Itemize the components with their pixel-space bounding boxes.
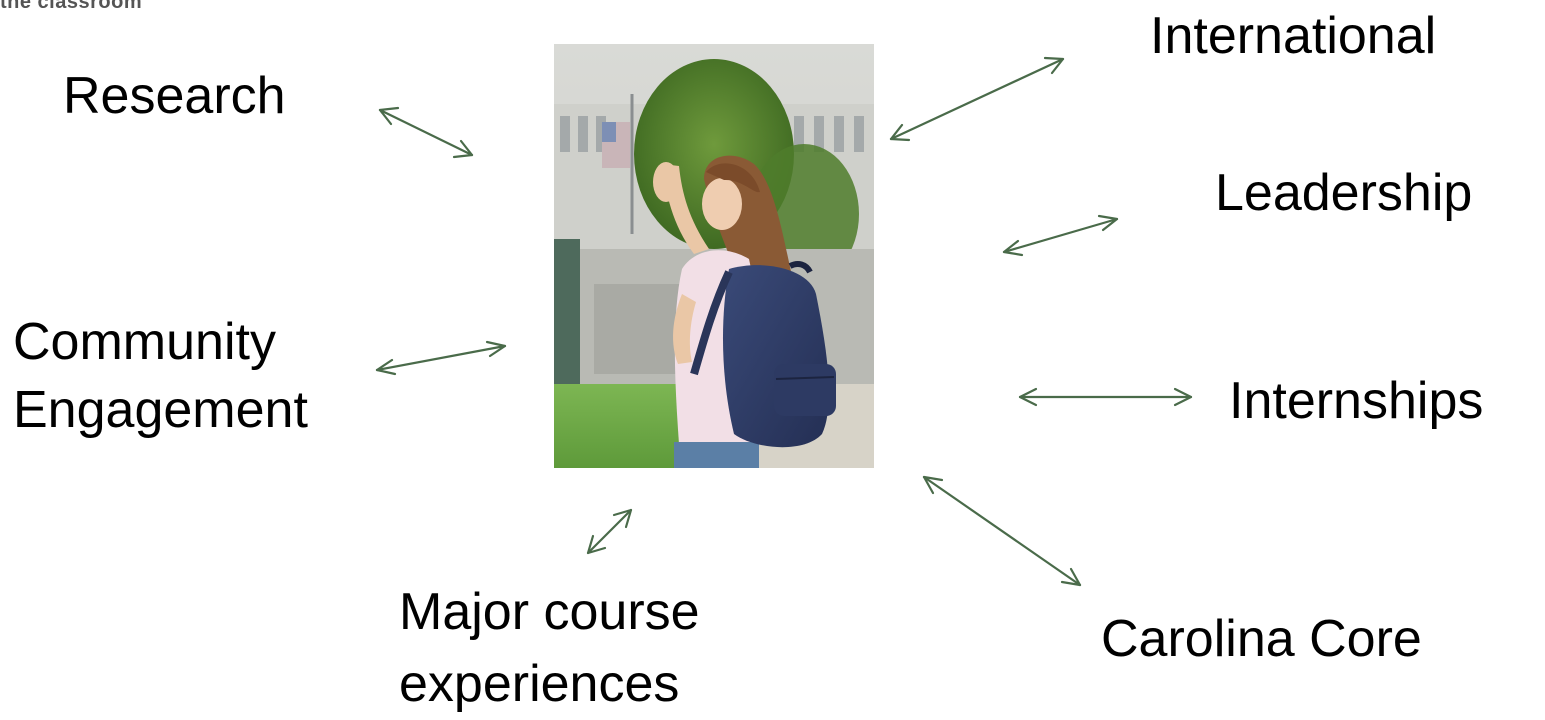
label-community-line1: Community: [13, 313, 276, 371]
arrow-carolina-core: [922, 475, 1082, 587]
student-photo: [554, 44, 874, 468]
arrow-research: [378, 106, 474, 159]
arrow-international: [889, 56, 1065, 142]
arrow-leadership: [1002, 214, 1119, 257]
label-community-line2: Engagement: [13, 381, 308, 439]
label-internships: Internships: [1229, 372, 1484, 430]
label-international: International: [1150, 7, 1437, 65]
arrow-community: [375, 340, 507, 376]
label-carolina-core: Carolina Core: [1101, 610, 1422, 668]
header-fragment: the classroom: [0, 0, 143, 13]
label-major-line1: Major course: [399, 583, 700, 641]
label-major-course-experiences: Major course experiences: [399, 576, 700, 720]
label-leadership: Leadership: [1215, 164, 1473, 222]
label-major-line2: experiences: [399, 655, 680, 713]
label-research: Research: [63, 67, 286, 125]
arrow-major-course: [586, 508, 633, 555]
arrow-internships: [1018, 387, 1193, 407]
label-community-engagement: Community Engagement: [13, 308, 308, 444]
